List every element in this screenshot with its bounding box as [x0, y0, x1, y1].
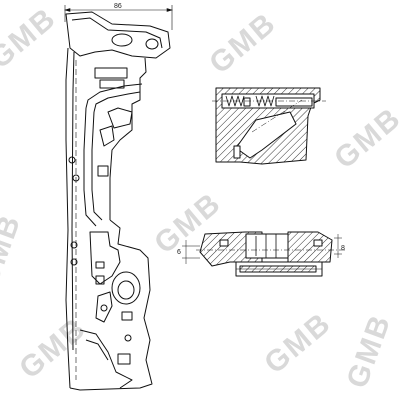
watermark-left-bottom: GMB — [13, 311, 92, 385]
watermark-left-top: GMB — [0, 1, 63, 75]
pump-body-side-view — [65, 11, 171, 391]
small-dimension-right-label: 8 — [341, 245, 345, 252]
top-dimension-label: 86 — [114, 3, 122, 10]
rotor-seal-section — [182, 231, 346, 277]
watermark-right: GMB — [328, 101, 400, 175]
valve-block-section — [212, 87, 326, 165]
watermark-bottom-right: GMB — [258, 306, 337, 380]
watermark-top-right: GMB — [203, 6, 282, 80]
watermark-right-bottom: GMB — [341, 310, 398, 393]
top-dimension — [63, 5, 174, 30]
valve-springs — [225, 95, 275, 107]
watermark-layer: GMB GMB GMB GMB GMB GMB GMB GMB — [0, 1, 400, 392]
watermark-left-mid: GMB — [0, 210, 28, 293]
small-dimension-left-label: 6 — [177, 249, 181, 256]
